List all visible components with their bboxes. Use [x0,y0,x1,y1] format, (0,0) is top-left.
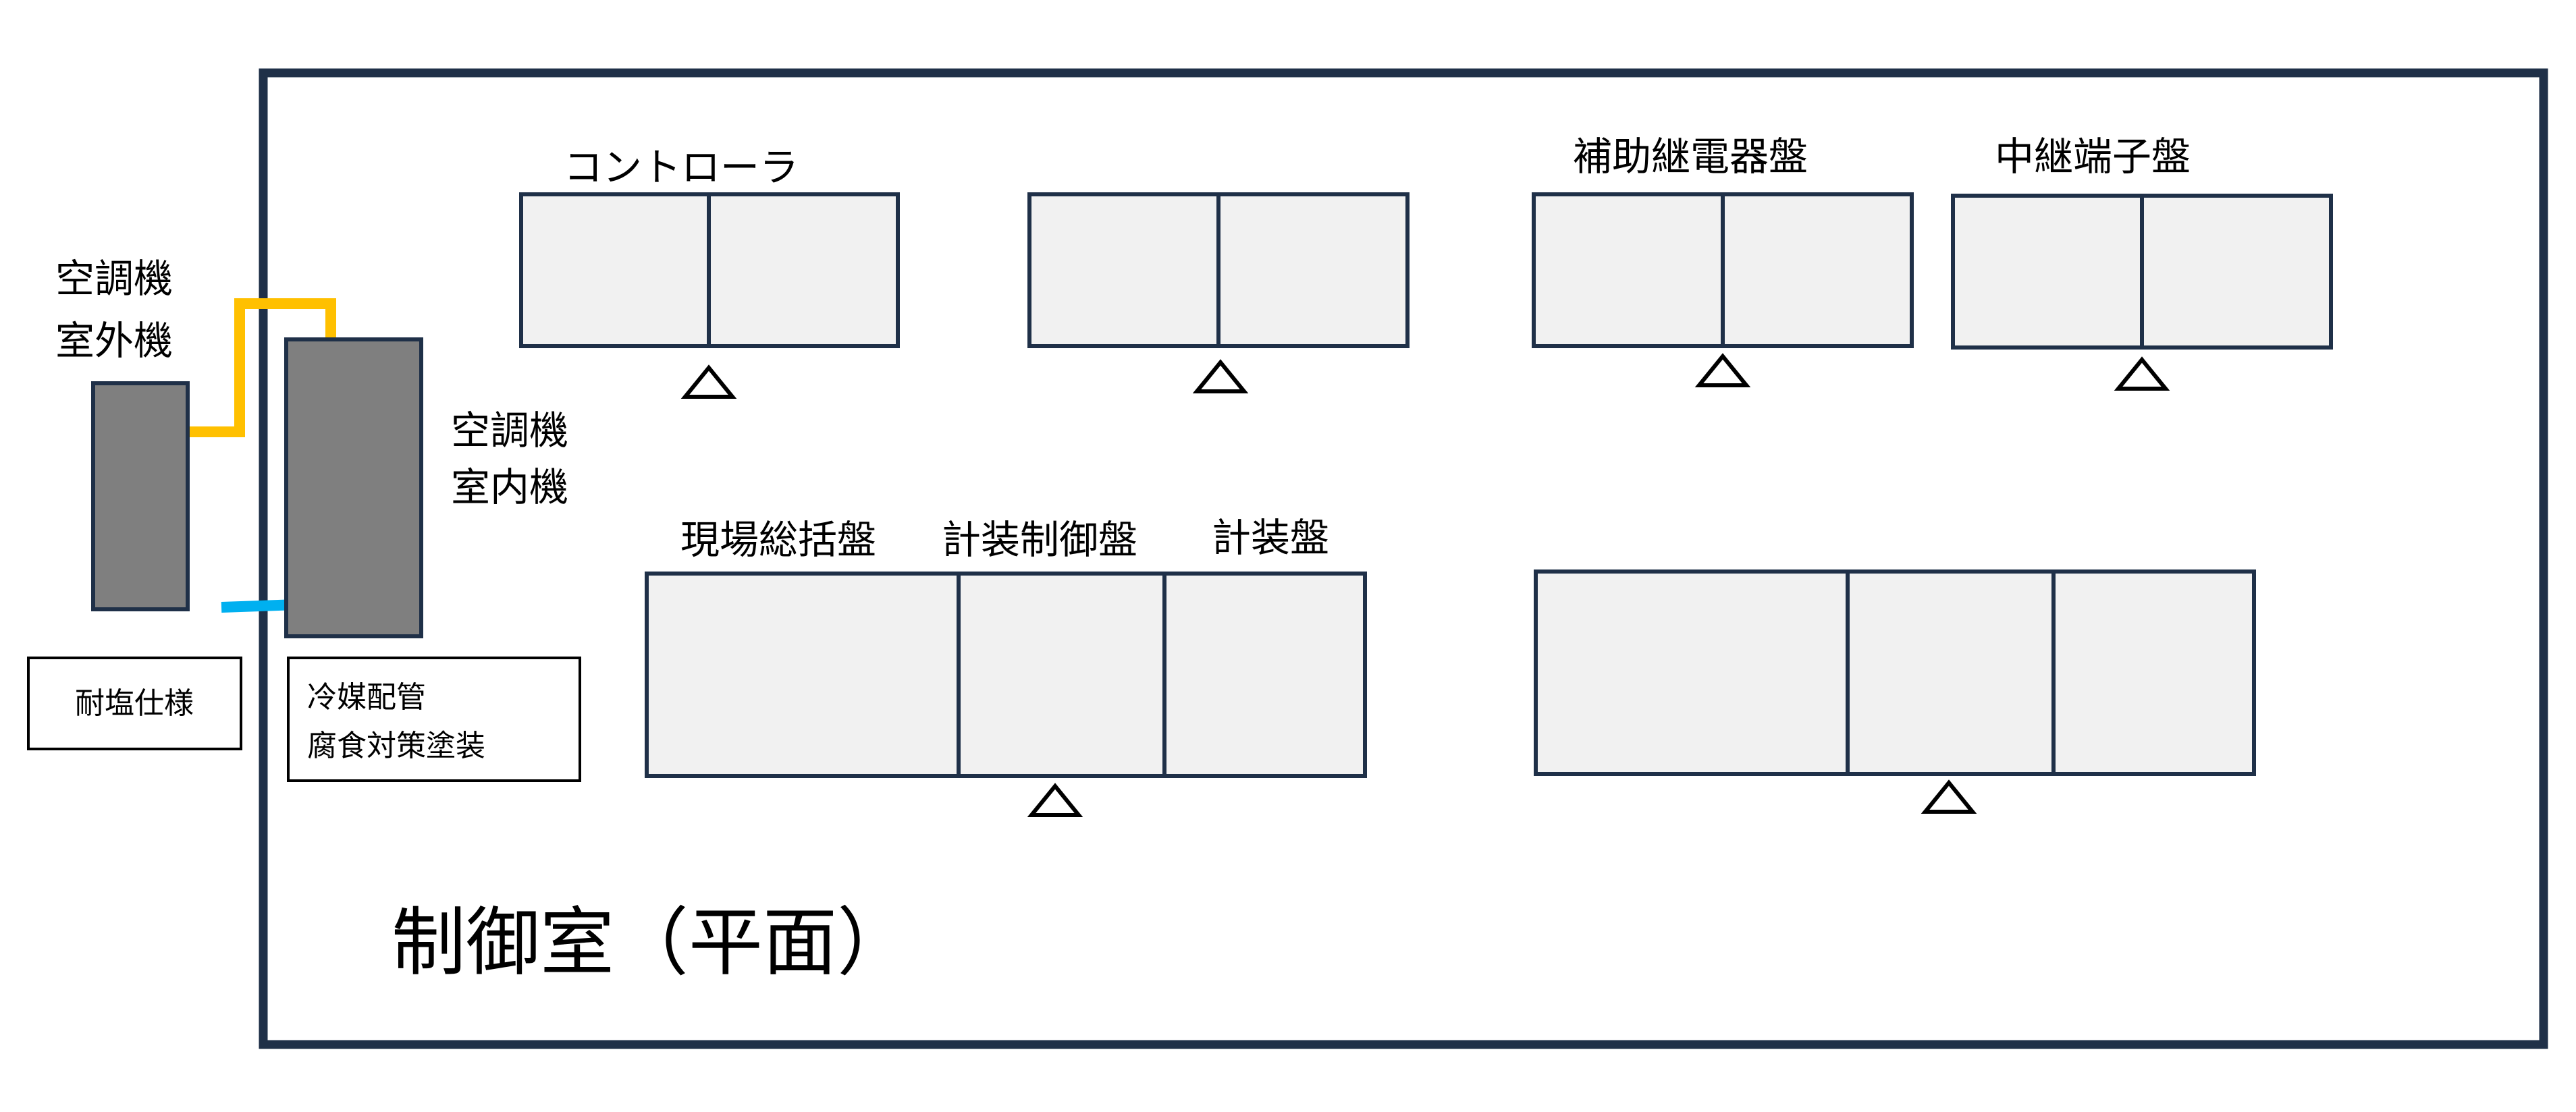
relay-terminal-panel-label: 中継端子盤 [1995,134,2191,179]
refrigerant-piping-note-line1: 冷媒配管 [307,680,426,715]
instrument-panel-label: 計装盤 [1212,515,1329,561]
field-general-panel [645,572,961,778]
unlabeled-bottom-panel-2 [1846,569,2056,776]
unlabeled-top-front-marker-icon [1192,359,1249,393]
unlabeled-bottom-panel-3 [2051,569,2256,776]
bottom-left-group-front-marker-icon [1027,783,1083,817]
salt-resistant-note: 耐塩仕様 [75,686,194,721]
controller-panel-label: コントローラ [564,144,799,190]
relay-terminal-front-marker-icon [2114,356,2170,391]
indoor-unit-label-line2: 室内機 [451,464,568,510]
room-title: 制御室（平面） [392,899,911,986]
refrigerant-piping-note-box [287,657,581,782]
outdoor-ac-unit [91,381,190,611]
salt-resistant-note-box [27,657,242,750]
indoor-ac-unit [284,337,423,638]
instrument-control-panel-label: 計装制御盤 [942,517,1137,563]
indoor-unit-label: 空調機 室内機 [451,408,581,510]
instrument-panel [1162,572,1367,778]
outdoor-unit-label-line1: 空調機 [55,256,173,302]
controller-front-marker-icon [680,364,737,399]
refrigerant-pipe-yellow [188,298,336,437]
indoor-unit-label-line1: 空調機 [451,408,568,453]
refrigerant-piping-note-line2: 腐食対策塗装 [307,729,485,763]
instrument-control-panel [957,572,1166,778]
auxiliary-relay-front-marker-icon [1694,353,1751,387]
field-general-panel-label: 現場総括盤 [680,517,876,563]
refrigerant-piping-note: 冷媒配管 腐食対策塗装 [307,680,485,763]
outdoor-unit-label: 空調機 室外機 [55,256,185,364]
outdoor-unit-label-line2: 室外機 [55,318,173,364]
auxiliary-relay-panel-label: 補助継電器盤 [1573,134,1808,179]
unlabeled-bottom-panel-1 [1534,569,1850,776]
bottom-right-group-front-marker-icon [1921,779,1977,814]
